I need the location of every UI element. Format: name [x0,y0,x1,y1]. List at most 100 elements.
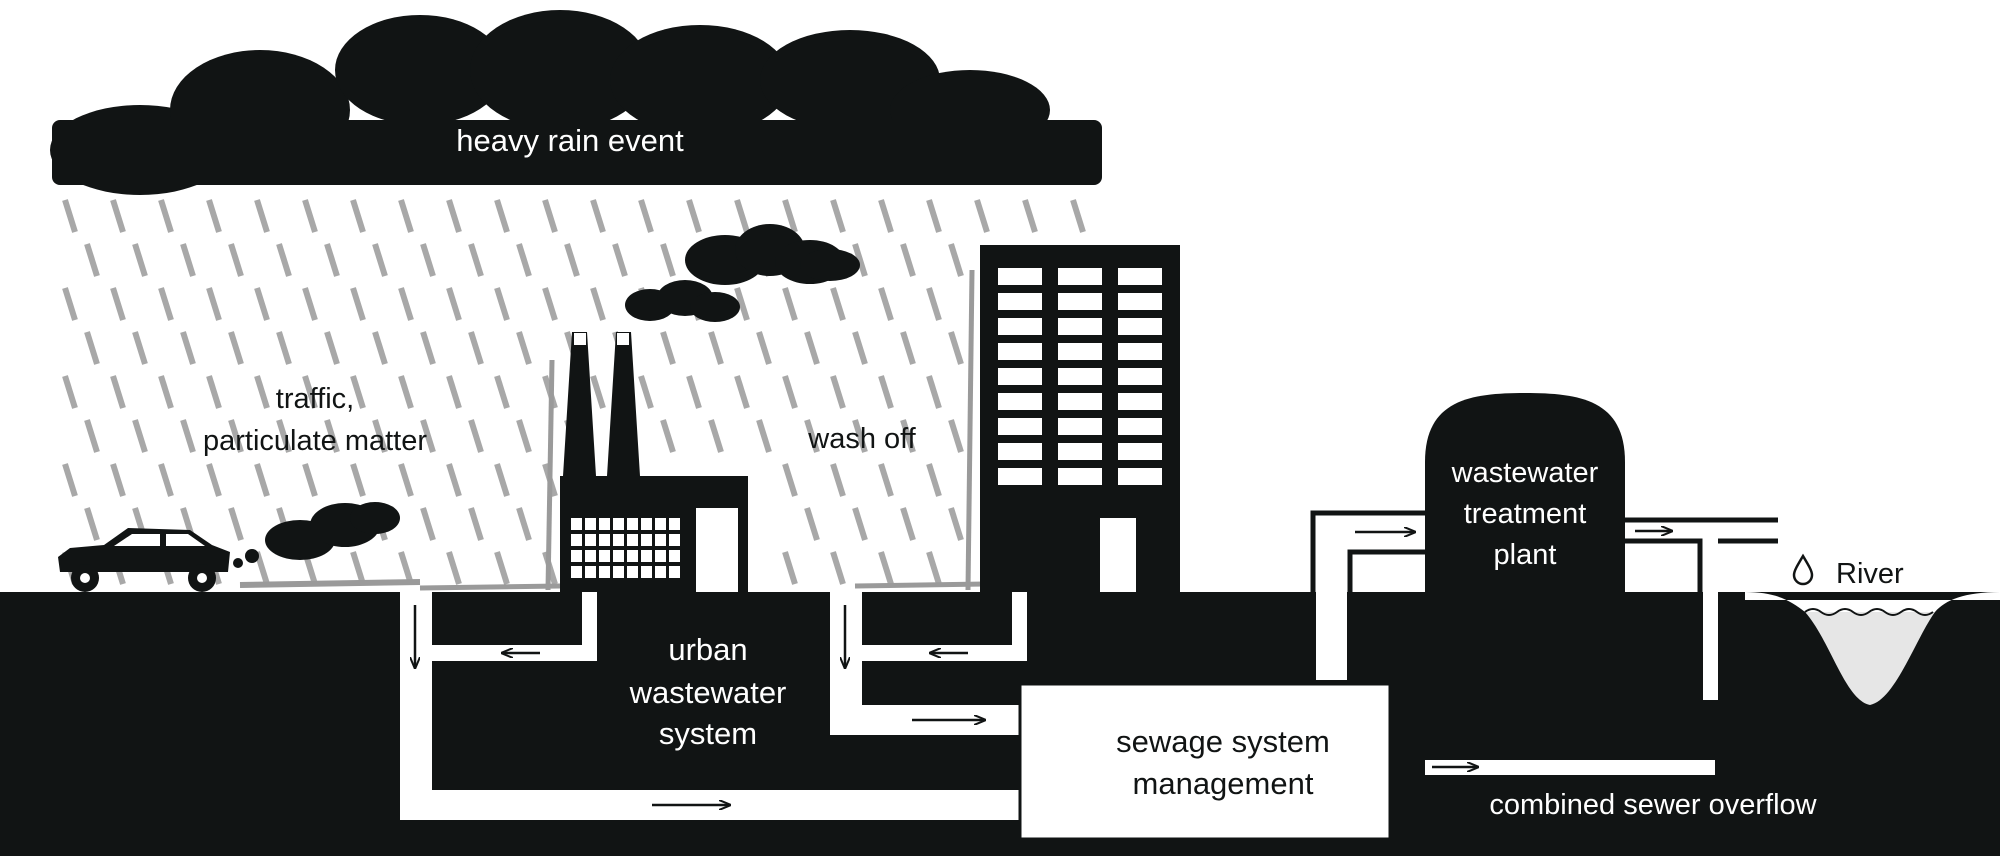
rain-streak [372,419,388,453]
rain-streak [254,199,270,233]
rain-streak [468,331,484,365]
rain-streak [782,375,798,409]
rain-streak [926,551,942,585]
rain-streak [276,419,292,453]
factory-window [641,550,652,562]
cloud-icon [50,10,1102,195]
rain-streak [564,243,580,277]
washoff-edge [419,583,561,591]
rain-streak [926,199,942,233]
factory-window [627,534,638,546]
rain-streak [830,463,846,497]
building-window [998,393,1042,410]
factory-icon [560,332,748,592]
rain-streak [350,551,366,585]
rain-streak [878,375,894,409]
washoff-edge [854,581,986,589]
rain-streak [420,331,436,365]
rain-streak [660,419,676,453]
building-window [1058,443,1102,460]
rain-streak [494,375,510,409]
building-window [1118,293,1162,310]
rain-streak [708,331,724,365]
rain-streak [302,375,318,409]
rain-streak [62,287,78,321]
traffic-label: traffic, [276,383,354,415]
building-window [998,268,1042,285]
rain-streak [420,507,436,541]
rain-streak [974,199,990,233]
building-window [1118,468,1162,485]
cso-label: combined sewer overflow [1489,789,1817,821]
rain-streak [804,331,820,365]
rain-streak [110,199,126,233]
rain-streak [158,463,174,497]
rain-streak [372,331,388,365]
rain-streak [398,199,414,233]
smoke-cloud-icon [625,224,860,322]
rain-streak [62,199,78,233]
wash-off-label: wash off [807,423,916,455]
building-window [1118,443,1162,460]
sewage-label-1: sewage system [1116,724,1330,759]
rain-streak [852,419,868,453]
rain-streak [852,507,868,541]
building-window [1118,318,1162,335]
rain-streak [830,199,846,233]
rain-streak [804,419,820,453]
rain-streak [84,419,100,453]
factory-window [599,550,610,562]
rain-streak [228,507,244,541]
rain-streak [228,331,244,365]
exhaust-cloud-icon [233,502,400,568]
factory-window [599,534,610,546]
factory-window [655,518,666,530]
rain-streak [180,419,196,453]
rain-streak [660,243,676,277]
factory-window [641,534,652,546]
rain-streak [782,551,798,585]
rain-streak [206,463,222,497]
rain-streak [782,199,798,233]
factory-window [613,518,624,530]
building-window [998,418,1042,435]
rain-streak [542,199,558,233]
urban-label-2: wastewater [629,675,787,710]
rain-streak [446,199,462,233]
factory-window [585,550,596,562]
urban-label-1: urban [668,632,747,667]
factory-window [669,566,680,578]
building-window [1118,368,1162,385]
factory-window [613,550,624,562]
building-window [1118,268,1162,285]
factory-window [613,566,624,578]
rain-streak [206,375,222,409]
wwtp-label-1: wastewater [1451,457,1599,489]
factory-window [585,518,596,530]
factory-window [641,518,652,530]
rain-streak [62,375,78,409]
factory-window [627,566,638,578]
rain-streak [350,199,366,233]
building-window [998,443,1042,460]
rain-streak [110,463,126,497]
rain-streak [756,419,772,453]
rain-streak [158,199,174,233]
building-window [998,343,1042,360]
rain-streak [660,331,676,365]
building-window [1058,293,1102,310]
rain-streak [948,419,964,453]
rain-streak [948,331,964,365]
rain-streak [398,287,414,321]
building-window [1058,268,1102,285]
factory-window [641,566,652,578]
rain-streak [926,375,942,409]
arrow-icon [415,531,1672,805]
rain-streak [302,463,318,497]
factory-window [571,518,582,530]
river-water [1805,612,1935,705]
treatment-plant-icon [1425,393,1625,600]
factory-window [571,550,582,562]
